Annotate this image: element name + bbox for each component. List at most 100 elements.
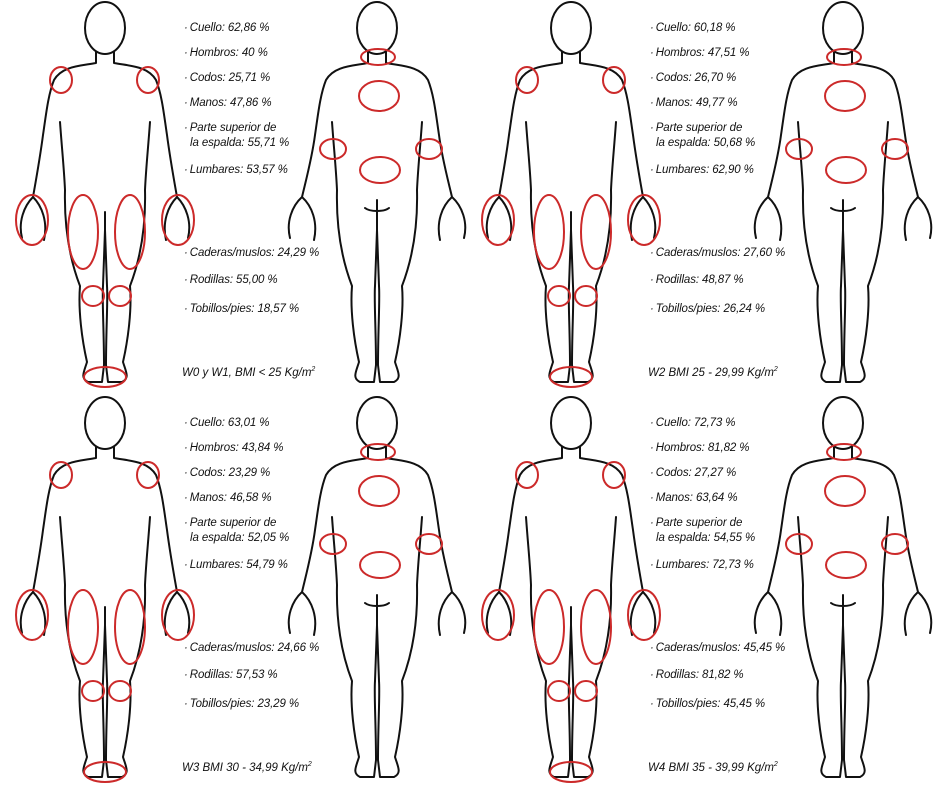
stat-espalda-2: la espalda: 54,55 %: [656, 531, 755, 546]
front-thigh-right: [115, 195, 145, 269]
front-knee-left: [82, 681, 104, 701]
front-thigh-left: [68, 195, 98, 269]
stat-rodillas: ·Rodillas: 48,87 %: [650, 273, 744, 288]
stat-tobillos: ·Tobillos/pies: 26,24 %: [650, 302, 765, 317]
stat-value: Parte superior de: [190, 122, 277, 134]
front-knee-left: [82, 286, 104, 306]
back-neck: [827, 444, 861, 460]
stat-codos: ·Codos: 26,70 %: [650, 71, 736, 86]
back-lumbar: [826, 157, 866, 183]
stat-cuello: ·Cuello: 62,86 %: [184, 21, 269, 36]
stat-value: Caderas/muslos: 45,45 %: [656, 642, 785, 654]
stat-value: Parte superior de: [656, 517, 743, 529]
front-feet: [550, 367, 592, 387]
front-knee-right: [575, 681, 597, 701]
stat-value: Manos: 49,77 %: [656, 97, 738, 109]
front-body-outline: [487, 397, 656, 777]
stat-value: Parte superior de: [190, 517, 277, 529]
back-upper-back: [825, 476, 865, 506]
front-feet: [550, 762, 592, 782]
stat-tobillos: ·Tobillos/pies: 45,45 %: [650, 697, 765, 712]
stat-value: Codos: 27,27 %: [656, 467, 736, 479]
panel-w3: ·Cuello: 63,01 % ·Hombros: 43,84 % ·Codo…: [0, 395, 470, 790]
stat-codos: ·Codos: 25,71 %: [184, 71, 270, 86]
stat-value: Caderas/muslos: 27,60 %: [656, 247, 785, 259]
stat-caderas: ·Caderas/muslos: 27,60 %: [650, 246, 785, 261]
front-thigh-right: [115, 590, 145, 664]
stat-lumbares: ·Lumbares: 62,90 %: [650, 163, 754, 178]
stat-rodillas: ·Rodillas: 81,82 %: [650, 668, 744, 683]
bmi-caption: W3 BMI 30 - 34,99 Kg/m2: [182, 761, 312, 774]
stat-value: Parte superior de: [656, 122, 743, 134]
back-neck: [361, 444, 395, 460]
stat-hombros: ·Hombros: 81,82 %: [650, 441, 749, 456]
back-lumbar: [360, 552, 400, 578]
stat-value: Tobillos/pies: 18,57 %: [190, 303, 299, 315]
back-neck: [827, 49, 861, 65]
panel-w0-w1: ·Cuello: 62,86 % ·Hombros: 40 % ·Codos: …: [0, 0, 470, 395]
stat-value: 2: [311, 366, 315, 373]
bmi-caption: W2 BMI 25 - 29,99 Kg/m2: [648, 366, 778, 379]
stat-value: la espalda: 50,68 %: [656, 137, 755, 149]
front-body-outline: [21, 2, 190, 382]
stat-rodillas: ·Rodillas: 55,00 %: [184, 273, 278, 288]
back-upper-back: [359, 476, 399, 506]
stat-value: Hombros: 43,84 %: [190, 442, 284, 454]
stat-value: Rodillas: 81,82 %: [656, 669, 744, 681]
stat-value: la espalda: 55,71 %: [190, 137, 289, 149]
front-feet: [84, 762, 126, 782]
stat-value: Rodillas: 48,87 %: [656, 274, 744, 286]
back-body-outline: [289, 397, 466, 777]
stat-espalda-1: ·Parte superior de: [184, 121, 276, 136]
stat-manos: ·Manos: 49,77 %: [650, 96, 737, 111]
back-lumbar: [360, 157, 400, 183]
front-knee-left: [548, 286, 570, 306]
front-knee-right: [109, 286, 131, 306]
stat-value: Lumbares: 54,79 %: [190, 559, 288, 571]
stat-value: Cuello: 72,73 %: [656, 417, 736, 429]
stat-value: la espalda: 52,05 %: [190, 532, 289, 544]
back-body-outline: [755, 2, 932, 382]
stat-value: Manos: 46,58 %: [190, 492, 272, 504]
stat-hombros: ·Hombros: 47,51 %: [650, 46, 749, 61]
bmi-caption: W4 BMI 35 - 39,99 Kg/m2: [648, 761, 778, 774]
stat-value: W4 BMI 35 - 39,99 Kg/m: [648, 762, 774, 774]
back-upper-back: [825, 81, 865, 111]
stat-value: Hombros: 40 %: [190, 47, 268, 59]
stat-manos: ·Manos: 63,64 %: [650, 491, 737, 506]
stat-value: Cuello: 62,86 %: [190, 22, 270, 34]
stat-codos: ·Codos: 23,29 %: [184, 466, 270, 481]
stat-value: Manos: 63,64 %: [656, 492, 738, 504]
stat-cuello: ·Cuello: 63,01 %: [184, 416, 269, 431]
stat-caderas: ·Caderas/muslos: 24,29 %: [184, 246, 319, 261]
front-thigh-right: [581, 590, 611, 664]
front-feet: [84, 367, 126, 387]
stat-lumbares: ·Lumbares: 53,57 %: [184, 163, 288, 178]
stat-value: 2: [774, 366, 778, 373]
front-body-outline: [487, 2, 656, 382]
stat-value: Hombros: 81,82 %: [656, 442, 750, 454]
stat-value: W2 BMI 25 - 29,99 Kg/m: [648, 367, 774, 379]
stat-espalda-2: la espalda: 52,05 %: [190, 531, 289, 546]
stat-caderas: ·Caderas/muslos: 24,66 %: [184, 641, 319, 656]
stat-value: W3 BMI 30 - 34,99 Kg/m: [182, 762, 308, 774]
stat-value: Codos: 23,29 %: [190, 467, 270, 479]
back-body-outline: [289, 2, 466, 382]
stat-lumbares: ·Lumbares: 54,79 %: [184, 558, 288, 573]
stat-value: 2: [308, 761, 312, 768]
bmi-caption: W0 y W1, BMI < 25 Kg/m2: [182, 366, 315, 379]
stat-value: Hombros: 47,51 %: [656, 47, 750, 59]
stat-espalda-1: ·Parte superior de: [650, 121, 742, 136]
stat-value: Manos: 47,86 %: [190, 97, 272, 109]
stat-rodillas: ·Rodillas: 57,53 %: [184, 668, 278, 683]
stat-value: Lumbares: 53,57 %: [190, 164, 288, 176]
stat-value: Caderas/muslos: 24,66 %: [190, 642, 319, 654]
front-body-outline: [21, 397, 190, 777]
stat-value: la espalda: 54,55 %: [656, 532, 755, 544]
stat-espalda-1: ·Parte superior de: [650, 516, 742, 531]
stat-value: Lumbares: 62,90 %: [656, 164, 754, 176]
stat-value: Rodillas: 57,53 %: [190, 669, 278, 681]
stat-value: Tobillos/pies: 23,29 %: [190, 698, 299, 710]
front-thigh-left: [534, 590, 564, 664]
stat-value: Cuello: 60,18 %: [656, 22, 736, 34]
